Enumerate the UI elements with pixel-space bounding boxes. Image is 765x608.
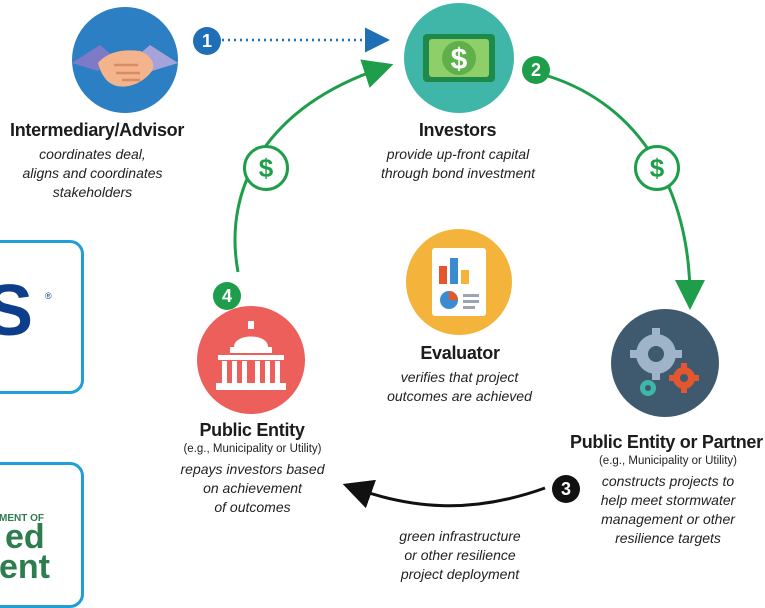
partner-title: Public Entity or Partner <box>570 432 763 452</box>
intermediary-description: coordinates deal, aligns and coordinates… <box>22 146 163 200</box>
step-4-badge: 4 <box>213 282 241 310</box>
logo-bottom-word-1: ed <box>5 518 45 556</box>
report-chart-icon <box>406 229 512 335</box>
evaluator-title: Evaluator <box>420 343 500 363</box>
step-2-badge: 2 <box>522 56 550 84</box>
investors-description: provide up-front capital through bond in… <box>380 146 536 181</box>
logo-bottom-caption: MENT OF <box>0 513 44 524</box>
partner-example: (e.g., Municipality or Utility) <box>598 455 738 467</box>
handshake-icon <box>72 7 178 113</box>
intermediary-title: Intermediary/Advisor <box>10 120 185 140</box>
investors-title: Investors <box>418 120 497 140</box>
public-entity-example: (e.g., Municipality or Utility) <box>183 443 322 455</box>
dollar-bill-icon: $ <box>404 3 514 113</box>
arrow-partner-to-public-entity <box>342 479 546 509</box>
step-1-badge: 1 <box>193 27 221 55</box>
svg-text:$: $ <box>451 43 468 76</box>
public-entity-title: Public Entity <box>199 420 305 440</box>
deployment-label: green infrastructure or other resilience… <box>399 528 521 582</box>
gears-icon <box>611 309 719 417</box>
logo-top-lettermark: S <box>0 271 33 351</box>
evaluator-description: verifies that project outcomes are achie… <box>387 369 532 404</box>
partner-logo-bottom: MENT OF ed ent <box>0 462 84 608</box>
logo-bottom-word-2: ent <box>0 548 50 586</box>
step-3-badge: 3 <box>552 475 580 503</box>
dollar-marker-right: $ <box>634 145 680 191</box>
dollar-marker-left: $ <box>243 145 289 191</box>
public-entity-description: repays investors based on achievement of… <box>180 461 325 515</box>
registered-mark: ® <box>45 291 52 301</box>
partner-logo-top: S ® <box>0 240 84 394</box>
partner-description: constructs projects to help meet stormwa… <box>600 473 736 546</box>
capitol-building-icon <box>197 306 305 414</box>
